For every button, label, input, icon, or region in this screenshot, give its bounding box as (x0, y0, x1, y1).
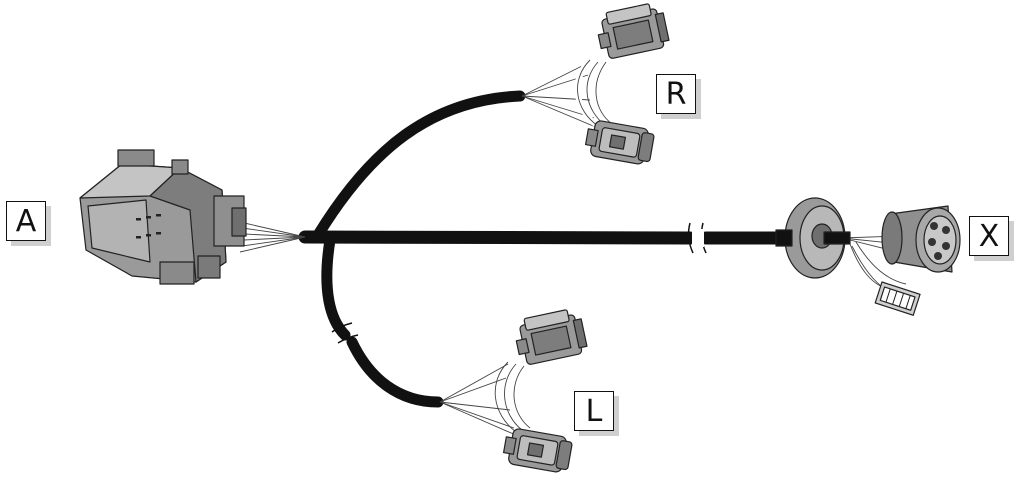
grommet (775, 197, 851, 279)
callout-l-label: L (574, 391, 614, 431)
connector-l-lower (502, 428, 573, 473)
main-cable (298, 230, 697, 245)
connector-r-upper (597, 3, 670, 59)
connector-r (584, 3, 670, 165)
callout-r-label: R (656, 74, 696, 114)
branch-cable-l-far (346, 336, 444, 408)
connector-l (502, 309, 588, 473)
callout-a-label: A (6, 201, 46, 241)
main-cable-group (298, 90, 787, 408)
connector-x (775, 197, 961, 316)
branch-cable-l (321, 234, 351, 341)
connector-a (79, 149, 247, 285)
branch-cable-r (312, 90, 526, 241)
connector-l-upper (515, 309, 588, 365)
round-socket (881, 205, 961, 273)
connector-r-lower (584, 120, 655, 165)
branch-l-break-mark (331, 322, 359, 344)
callout-x-label: X (969, 216, 1009, 256)
small-plug (874, 281, 921, 316)
